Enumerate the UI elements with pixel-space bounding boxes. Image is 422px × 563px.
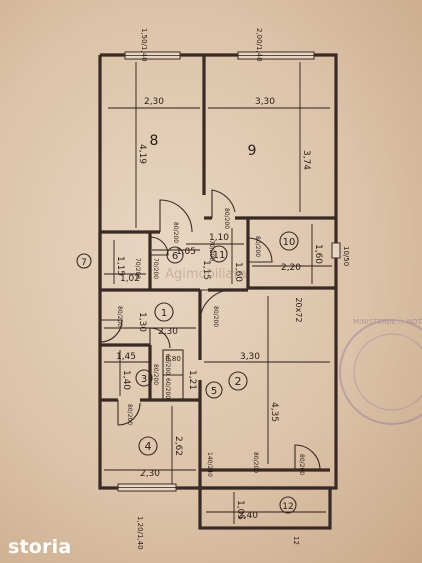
dim-hall-door: 20x72 [294,297,303,322]
stamp-text: MINISTERUL ... NOTAR [353,318,422,326]
door-mark: 80/200 [172,222,179,243]
window-mark-top-left: 1,50/1,40 [140,28,148,62]
room-label-6: 6 [172,251,178,262]
door-mark: 70/200 [152,258,159,279]
door-marks: 80/200 80/200 80/200 80/200 80/200 80/20… [116,208,305,477]
room-label-5: 5 [211,386,217,397]
dim-room5-height: 1,21 [187,370,197,390]
window-mark-bottom-right: 12 [292,536,300,545]
dim-room3-width: 1,45 [116,352,136,362]
door-mark: 80/200 [212,306,219,327]
door-mark: 140/240 [206,452,213,477]
room-label-10: 10 [283,237,296,248]
door-mark: 80/200 [223,208,230,229]
dim-room12-height: 1,05 [235,500,245,520]
interior-walls [98,55,336,488]
room-label-4: 4 [145,440,152,453]
door-mark: 70/200 [134,258,141,279]
dim-room7-width: 1,02 [120,274,140,284]
room-label-3: 3 [141,374,147,385]
door-mark: 80/200 [254,236,261,257]
dim-room8-height: 4,19 [137,144,147,164]
door-mark: 80/200 [126,404,133,425]
watermark: Agimobiliara [165,267,247,282]
dim-room4-width: 2,30 [140,469,160,479]
dim-room6-height: 1,15 [201,260,211,280]
dim-room11-width: 1,10 [209,233,229,243]
dim-room6-width: 1,05 [176,247,196,257]
dim-room2-width: 3,30 [240,352,260,362]
room-label-8: 8 [150,133,159,149]
room-label-7: 7 [81,258,87,268]
dim-room11-height: 1,60 [233,262,243,282]
dim-hall1-width: 2,30 [158,327,178,337]
dim-room8-width: 2,30 [144,97,164,107]
window-mark-top-right: 2,00/1,40 [255,28,263,62]
door-mark: 70/200 [208,240,215,261]
brand-name: storia [8,536,72,558]
room-label-11: 11 [213,250,226,261]
storia-logo: storia [8,536,71,558]
door-mark: 60/200 [164,378,171,399]
windows [117,51,341,492]
window-mark-right: 10/50 [342,246,350,266]
room-labels: 8 9 10 11 6 7 1 3 4 5 2 12 [76,133,299,514]
dim-room7-height: 1,15 [115,256,125,276]
dim-room5-small: 0,80 [165,355,181,363]
dimension-texts: 2,30 4,19 3,30 3,74 2,20 1,60 1,10 1,60 … [115,97,323,521]
door-mark: 80/200 [152,364,159,385]
dim-room10-height: 1,60 [313,244,323,264]
dim-room2-height: 4,35 [269,402,279,422]
room-label-9: 9 [248,143,257,159]
doors [99,189,321,471]
door-mark: 80/200 [298,454,305,475]
dim-room9-height: 3,74 [301,150,311,170]
dimension-lines [104,62,332,524]
room-label-2: 2 [235,375,242,388]
notary-stamp: MINISTERUL ... NOTAR [339,318,422,425]
room-label-1: 1 [161,308,167,319]
room-label-12: 12 [282,502,293,512]
window-marks: 1,50/1,40 2,00/1,40 10/50 1,20/1,40 12 [136,28,350,550]
dim-room3-height: 1,40 [121,370,131,390]
dim-room4-height: 2,62 [173,436,183,456]
dim-room10-width: 2,20 [281,263,301,273]
dim-room12-width: 2,40 [238,511,258,521]
window-mark-bottom: 1,20/1,40 [136,516,144,550]
door-mark: 80/200 [252,452,259,473]
door-mark: 80/200 [116,306,123,327]
dim-room9-width: 3,30 [255,97,275,107]
dim-hall1-height: 1,30 [137,312,147,332]
door-mark: 60/200 [164,354,171,375]
